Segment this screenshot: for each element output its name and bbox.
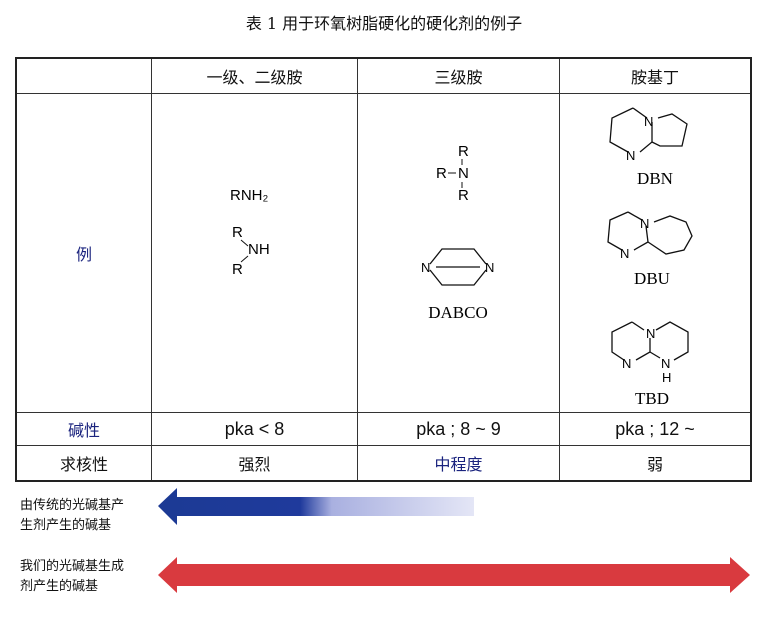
label-line: 由传统的光碱基产 xyxy=(20,497,125,512)
row-label-example: 例 xyxy=(15,93,152,413)
r-label: R xyxy=(436,165,447,182)
dbn-structure xyxy=(609,107,688,153)
n-label: N xyxy=(485,260,494,275)
dbn-label: DBN xyxy=(637,169,673,188)
n-label: N xyxy=(646,326,655,341)
tbd-label: TBD xyxy=(635,389,669,408)
arrows xyxy=(158,488,750,593)
row-label-basicity: 碱性 xyxy=(15,412,152,446)
rnh2-formula: RNH₂ xyxy=(230,187,268,204)
n-label: N xyxy=(458,165,469,182)
hardener-table: 一级、二级胺 三级胺 胺基丁 例 RNH₂ R NH R R R N R xyxy=(15,57,752,482)
bond xyxy=(240,239,249,247)
n-label: N xyxy=(421,260,430,275)
basicity-amidine: pka ; 12 ~ xyxy=(559,412,752,446)
nucleophilicity-tertiary: 中程度 xyxy=(357,445,560,482)
r-label: R xyxy=(232,224,243,241)
r-label: R xyxy=(232,261,243,278)
dbu-label: DBU xyxy=(634,269,670,288)
label-line: 我们的光碱基生成 xyxy=(20,558,125,573)
label-line: 生剂产生的碱基 xyxy=(20,517,112,532)
traditional-arrow-label: 由传统的光碱基产 生剂产生的碱基 xyxy=(20,495,124,535)
dbu-structure xyxy=(607,211,693,255)
header-empty xyxy=(15,57,152,94)
r-label: R xyxy=(458,143,469,160)
n-label: N xyxy=(644,114,653,129)
row-label-nucleophilicity: 求核性 xyxy=(15,445,152,482)
nh-label: NH xyxy=(248,241,270,258)
tertiary-amine-structures: R R N R N N DABCO xyxy=(357,93,560,413)
nucleophilicity-amidine: 弱 xyxy=(559,445,752,482)
our-base-range-arrow xyxy=(158,557,750,593)
tbd-structure xyxy=(611,321,689,361)
traditional-base-range-arrow xyxy=(158,488,474,525)
primary-amine-structures: RNH₂ R NH R xyxy=(151,93,358,413)
n-label: N xyxy=(620,246,629,261)
nucleophilicity-primary: 强烈 xyxy=(151,445,358,482)
n-label: N xyxy=(661,356,670,371)
basicity-row: 碱性 pka < 8 pka ; 8 ~ 9 pka ; 12 ~ xyxy=(15,412,752,446)
n-label: N xyxy=(626,148,635,163)
amine-structures: RNH₂ R NH R xyxy=(230,187,270,278)
label-line: 剂产生的碱基 xyxy=(20,578,99,593)
h-label: H xyxy=(662,370,671,385)
n-label: N xyxy=(640,216,649,231)
header-row: 一级、二级胺 三级胺 胺基丁 xyxy=(15,57,752,94)
dabco-label: DABCO xyxy=(428,303,488,322)
tertiary-structures: R R N R N N DABCO xyxy=(421,143,494,322)
basicity-primary: pka < 8 xyxy=(151,412,358,446)
table-title: 表 1 用于环氧树脂硬化的硬化剂的例子 xyxy=(245,14,523,33)
nucleophilicity-row: 求核性 强烈 中程度 弱 xyxy=(15,445,752,482)
our-arrow-label: 我们的光碱基生成 剂产生的碱基 xyxy=(20,556,124,596)
header-amidine: 胺基丁 xyxy=(559,57,752,94)
header-tertiary-amine: 三级胺 xyxy=(357,57,560,94)
basicity-tertiary: pka ; 8 ~ 9 xyxy=(357,412,560,446)
dabco-structure xyxy=(429,248,487,286)
amidine-svg: N N DBN N N DBU N N N H TBD xyxy=(607,107,693,408)
example-row: 例 RNH₂ R NH R R R N R N N xyxy=(15,93,752,413)
header-primary-secondary-amine: 一级、二级胺 xyxy=(151,57,358,94)
bond xyxy=(240,255,249,263)
r-label: R xyxy=(458,187,469,204)
amidine-structures: N N DBN N N DBU N N N H TBD xyxy=(559,93,752,413)
n-label: N xyxy=(622,356,631,371)
